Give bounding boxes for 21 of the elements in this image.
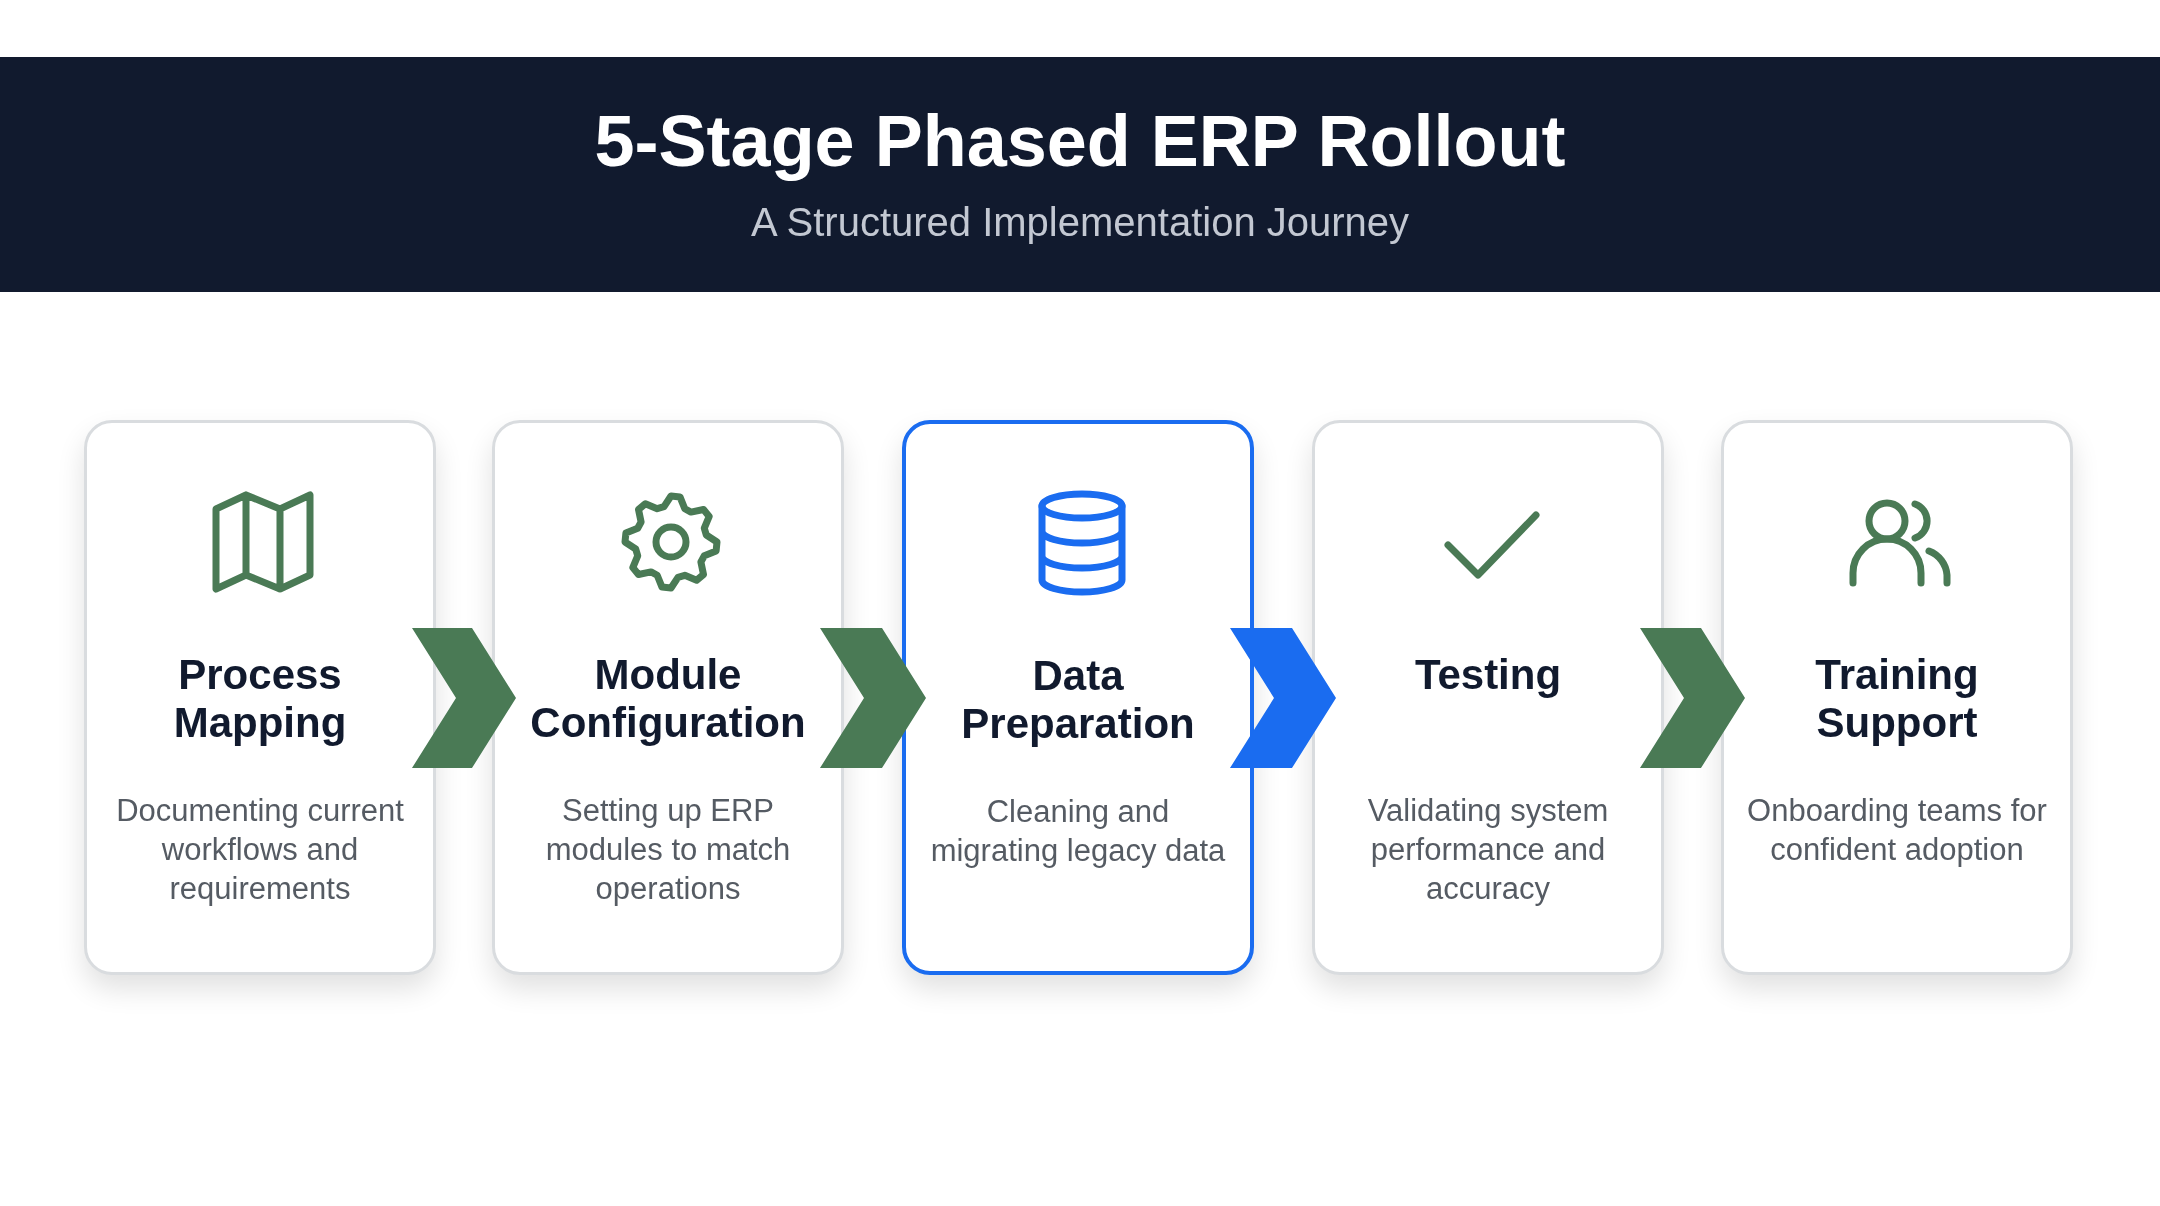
stage-description: Cleaning and migrating legacy data: [929, 793, 1227, 870]
stage-card: [1312, 420, 1664, 975]
chevron-arrow: [820, 628, 926, 768]
stage-title: Process Mapping: [172, 651, 348, 747]
stage-card: [492, 420, 844, 975]
chevron-arrow: [1230, 628, 1336, 768]
stage-description: Documenting current workflows and requirements: [115, 792, 405, 908]
subtitle: A Structured Implementation Journey: [749, 200, 1411, 245]
chevron-arrow: [412, 628, 516, 768]
chevron-arrow: [1640, 628, 1745, 768]
title: 5-Stage Phased ERP Rollout: [593, 100, 1567, 182]
stage-description: Setting up ERP modules to match operations: [544, 792, 792, 908]
stage-title: Testing: [1413, 651, 1563, 699]
stage-title: Training Support: [1814, 651, 1980, 747]
stage-card: [84, 420, 436, 975]
stage-title: Module Configuration: [529, 651, 807, 747]
stage-description: Validating system performance and accuracy: [1366, 792, 1610, 908]
stage-card: [1721, 420, 2073, 975]
stage-description: Onboarding teams for confident adoption: [1746, 792, 2048, 869]
stage-card: [902, 420, 1254, 975]
stage-title: Data Preparation: [960, 652, 1196, 748]
